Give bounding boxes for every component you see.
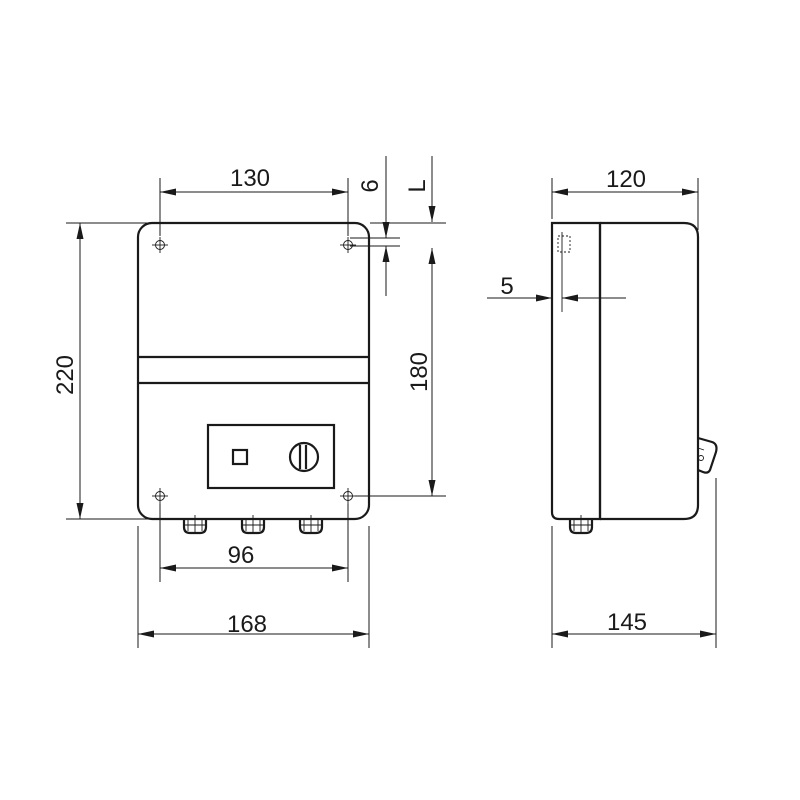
mounting-hole-top-right xyxy=(340,237,356,253)
dimension-145: 145 xyxy=(551,478,717,648)
dimension-180-label: 180 xyxy=(406,352,433,392)
dimension-130: 130 xyxy=(159,165,349,236)
dimension-6: 6 xyxy=(350,156,400,296)
dimension-220: 220 xyxy=(52,222,152,520)
dimension-6-label: 6 xyxy=(357,179,384,192)
dimension-145-label: 145 xyxy=(607,609,647,636)
enclosure-side-base xyxy=(550,221,602,521)
enclosure-side-lid xyxy=(600,221,700,521)
cable-gland-left xyxy=(182,515,208,535)
cable-gland-middle xyxy=(240,515,266,535)
mounting-hole-bottom-right xyxy=(340,488,356,504)
enclosure-front-outline xyxy=(136,221,371,521)
indicator-lamp xyxy=(231,448,249,466)
control-panel xyxy=(206,423,336,490)
dimension-120-label: 120 xyxy=(606,166,646,193)
dimension-130-label: 130 xyxy=(230,165,270,192)
dimension-168-label: 168 xyxy=(227,611,267,638)
dimension-180: 180 xyxy=(355,248,446,497)
dimension-96-label: 96 xyxy=(228,542,255,569)
dimension-5: 5 xyxy=(487,273,626,302)
dimension-96: 96 xyxy=(159,504,349,582)
dimension-L: L xyxy=(370,156,446,224)
rotary-switch-icon xyxy=(288,441,320,473)
dimension-120: 120 xyxy=(551,166,699,230)
dimension-5-label: 5 xyxy=(500,273,513,300)
front-view: 130 6 L 180 xyxy=(52,156,446,648)
latch-icon xyxy=(697,436,718,474)
side-view: 120 5 145 xyxy=(487,166,718,648)
dimension-L-label: L xyxy=(404,179,431,192)
dimension-168: 168 xyxy=(137,526,370,648)
hidden-hole-detail xyxy=(557,235,571,253)
mounting-hole-top-left xyxy=(152,237,168,253)
cable-gland-side xyxy=(568,515,594,535)
dimension-220-label: 220 xyxy=(52,355,79,395)
mounting-hole-bottom-left xyxy=(152,488,168,504)
cable-gland-right xyxy=(298,515,324,535)
